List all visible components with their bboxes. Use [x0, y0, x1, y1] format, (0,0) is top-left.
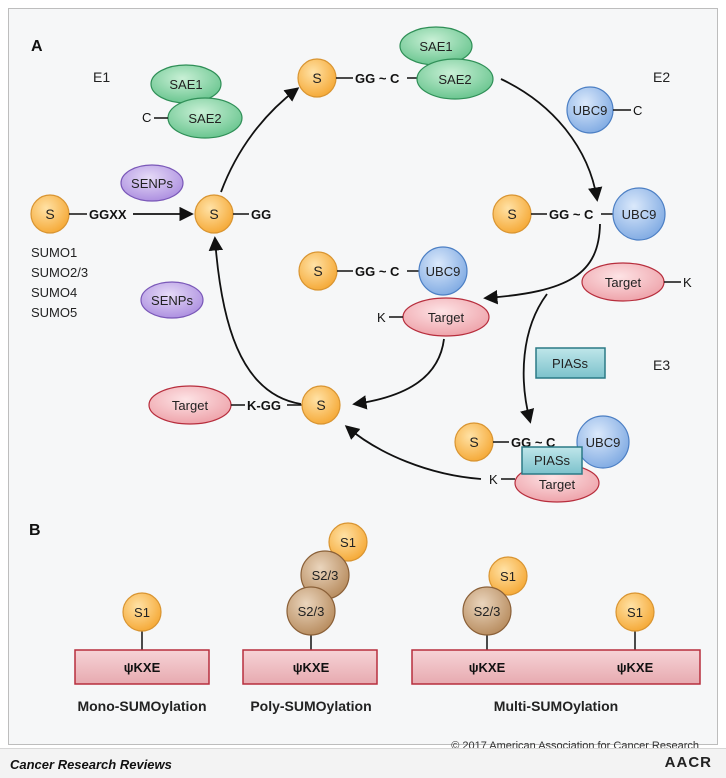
mono-sumoylation-caption: Mono-SUMOylation — [77, 698, 206, 714]
ubc9-e3 — [576, 415, 630, 469]
ubc9-direct — [418, 246, 468, 296]
panel-a-label: A — [31, 38, 43, 55]
paralog-sumo23: SUMO2/3 — [31, 265, 88, 280]
ubc9-direct-label: UBC9 — [426, 264, 461, 279]
e1-thioester-label: GG ~ C — [355, 71, 400, 86]
senps-maturation-label: SENPs — [131, 176, 173, 191]
senps-maturation — [120, 164, 184, 202]
poly-s23-outer-label: S2/3 — [312, 568, 339, 583]
sumo-e1-thioester-label: S — [312, 70, 321, 86]
sae1-complex-label: SAE1 — [419, 39, 452, 54]
poly-sumoylation-caption: Poly-SUMOylation — [250, 698, 371, 714]
multi-s1-single-label: S1 — [627, 605, 643, 620]
stage-e1-label: E1 — [93, 69, 110, 85]
sae2-e1-label: SAE2 — [188, 111, 221, 126]
sumo-conjugated — [301, 385, 341, 425]
mono-motif-label: ψKXE — [124, 660, 161, 675]
sumo-direct-label: S — [313, 263, 322, 279]
senps-deconjugation-label: SENPs — [151, 293, 193, 308]
ubc9-cys-label: C — [633, 103, 642, 118]
isopeptide-label: K-GG — [247, 398, 281, 413]
figure-frame: A B E1 E2 E3 S GGXX SUMO1 SUMO2/3 SUMO4 … — [8, 8, 718, 752]
multi-s1-chain-label: S1 — [500, 569, 516, 584]
senps-deconjugation — [140, 281, 204, 319]
gg-label: GG — [251, 207, 271, 222]
sae2-complex-label: SAE2 — [438, 72, 471, 87]
ubc9-free-label: UBC9 — [573, 103, 608, 118]
sae2-complex — [416, 58, 494, 100]
multi-s23-label: S2/3 — [474, 604, 501, 619]
poly-substrate-bar — [242, 649, 378, 685]
aacr-logo: AACR — [664, 754, 712, 771]
piass-bound — [521, 446, 583, 475]
arrow-target-conjugation — [352, 338, 445, 410]
paralog-sumo1: SUMO1 — [31, 245, 77, 260]
multi-s23 — [462, 586, 512, 636]
poly-s23-inner-label: S2/3 — [298, 604, 325, 619]
poly-s23-inner — [286, 586, 336, 636]
target-e3-label: Target — [539, 477, 576, 492]
multi-sumoylation-caption: Multi-SUMOylation — [494, 698, 618, 714]
ubc9-e3-label: UBC9 — [586, 435, 621, 450]
piass-free — [535, 347, 606, 379]
sumo-mature-label: S — [209, 206, 218, 222]
mono-substrate-bar — [74, 649, 210, 685]
sumo-conjugated-label: S — [316, 397, 325, 413]
poly-s1-label: S1 — [340, 535, 356, 550]
journal-title: Cancer Research Reviews — [10, 757, 172, 772]
direct-thioester-label: GG ~ C — [355, 264, 400, 279]
mono-s1 — [122, 592, 162, 632]
target-free-lys-label: K — [683, 275, 692, 290]
target-sumoylated-label: Target — [172, 398, 209, 413]
multi-s1-single — [615, 592, 655, 632]
multi-motif-label-1: ψKXE — [469, 660, 506, 675]
poly-motif-label: ψKXE — [293, 660, 330, 675]
target-e3-lys-label: K — [489, 472, 498, 487]
stage-e3-label: E3 — [653, 357, 670, 373]
sae1-e1-label: SAE1 — [169, 77, 202, 92]
panel-b-label: B — [29, 522, 41, 539]
arrow-to-target — [483, 223, 601, 305]
paralog-sumo4: SUMO4 — [31, 285, 77, 300]
sumo-e2-thioester-label: S — [507, 206, 516, 222]
piass-free-label: PIASs — [552, 356, 589, 371]
sumo-e3-label: S — [469, 434, 478, 450]
footer-bar: Cancer Research Reviews AACR — [0, 748, 726, 778]
multi-substrate-bar — [411, 649, 701, 685]
ubc9-charged-label: UBC9 — [622, 207, 657, 222]
arrow-deconjugation — [208, 236, 302, 405]
multi-motif-label-2: ψKXE — [617, 660, 654, 675]
arrow-to-e3 — [520, 293, 548, 424]
arrow-e3-conjugation — [344, 425, 482, 480]
arrow-transfer-e2 — [500, 78, 603, 202]
sumoylation-diagram: A B E1 E2 E3 S GGXX SUMO1 SUMO2/3 SUMO4 … — [29, 26, 701, 714]
arrow-activation — [220, 87, 300, 193]
ggxx-label: GGXX — [89, 207, 127, 222]
multi-s1-chain — [488, 556, 528, 596]
target-free-label: Target — [605, 275, 642, 290]
e2-thioester-label: GG ~ C — [549, 207, 594, 222]
sae2-cys-label: C — [142, 110, 151, 125]
poly-s1 — [328, 522, 368, 562]
mono-s1-label: S1 — [134, 605, 150, 620]
stage-e2-label: E2 — [653, 69, 670, 85]
paralog-sumo5: SUMO5 — [31, 305, 77, 320]
target-direct-label: Target — [428, 310, 465, 325]
piass-bound-label: PIASs — [534, 453, 571, 468]
ubc9-charged — [612, 187, 666, 241]
sumo-precursor-label: S — [45, 206, 54, 222]
target-direct-lys-label: K — [377, 310, 386, 325]
